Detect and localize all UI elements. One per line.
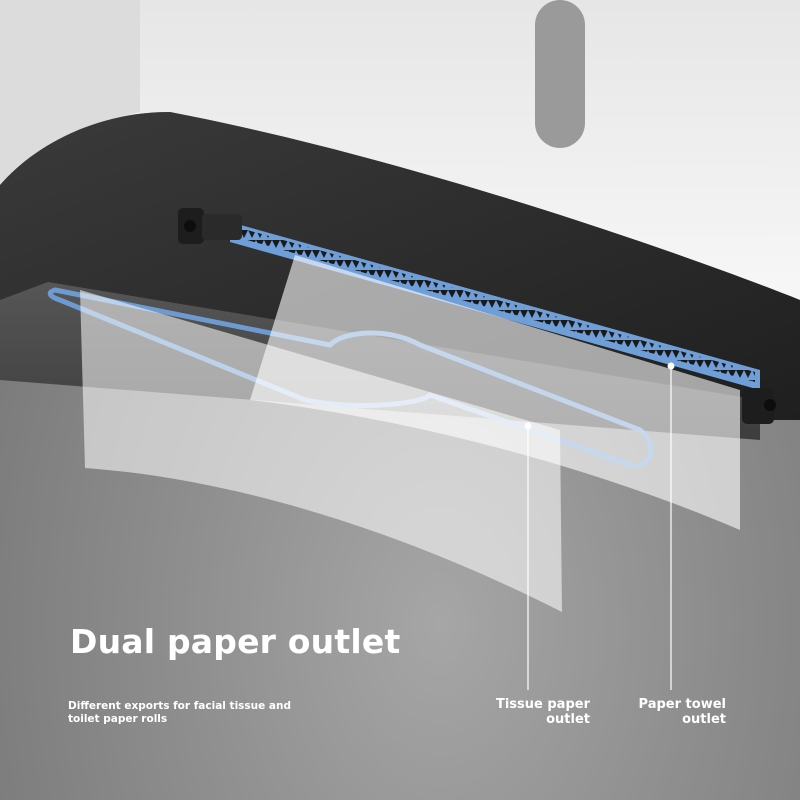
tissue-callout-leader xyxy=(524,422,532,690)
subtitle: Different exports for facial tissue and … xyxy=(68,700,291,725)
towel-outlet-label-line1: Paper towel xyxy=(638,697,726,712)
tissue-outlet-label: Tissue paper outlet xyxy=(480,697,590,727)
right-roller-cap xyxy=(742,388,776,424)
viewing-slot xyxy=(535,0,585,148)
towel-outlet-label: Paper towel outlet xyxy=(606,697,726,727)
dispenser-top-shell xyxy=(0,0,800,300)
tissue-outlet-label-line2: outlet xyxy=(546,712,590,727)
paper-towel-sheet xyxy=(250,255,740,530)
headline: Dual paper outlet xyxy=(70,622,401,661)
dispenser-side-panel xyxy=(0,0,140,185)
left-roller-cap xyxy=(178,208,242,244)
towel-callout-leader xyxy=(667,362,675,690)
cutter-teeth xyxy=(240,228,755,382)
tissue-sheet xyxy=(80,290,562,612)
towel-outlet-label-line2: outlet xyxy=(682,712,726,727)
tissue-outlet-label-line1: Tissue paper xyxy=(495,697,590,712)
